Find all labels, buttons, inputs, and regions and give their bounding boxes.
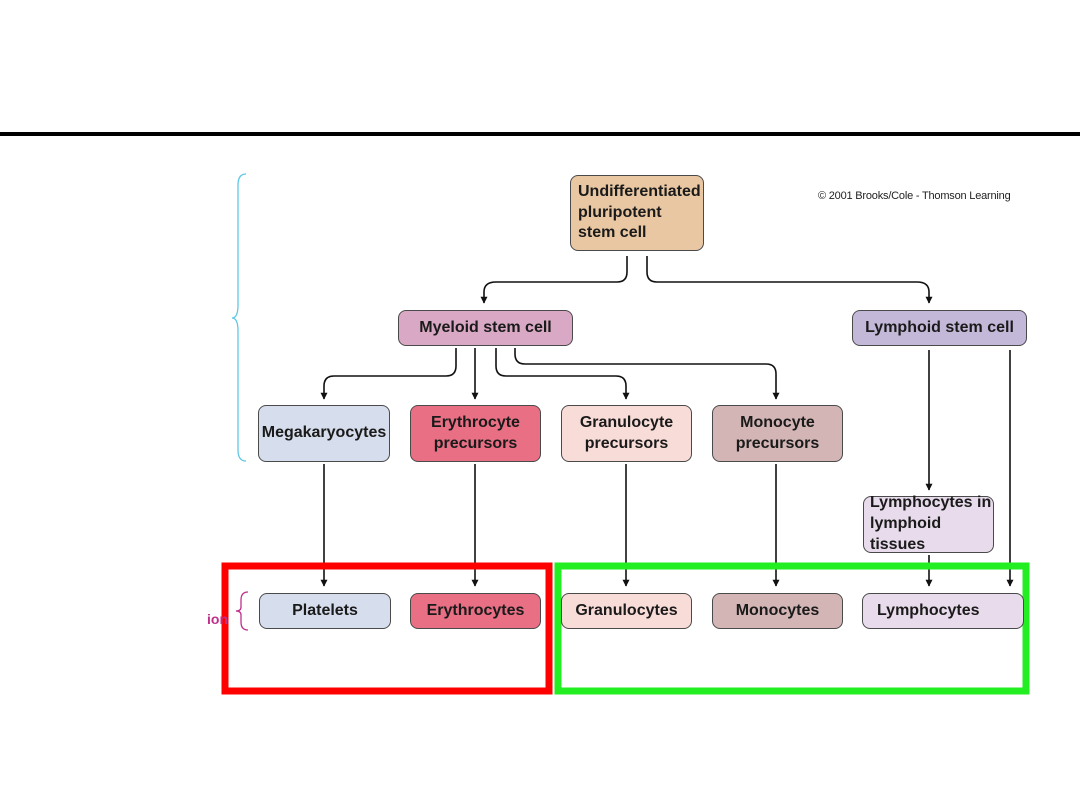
arrow-myeloid-to-megakaryocytes: [320, 348, 457, 400]
arrow-myeloid-to-granulocyte-precursors: [495, 348, 630, 400]
node-granulocytes: Granulocytes: [561, 593, 692, 629]
cyan-brace: [231, 173, 247, 462]
copyright-text: © 2001 Brooks/Cole - Thomson Learning: [818, 190, 1011, 202]
node-monocyte-precursors: Monocyte precursors: [712, 405, 843, 462]
green-highlight-box: [554, 562, 1030, 695]
arrow-stem-to-myeloid: [480, 256, 628, 304]
node-erythrocytes: Erythrocytes: [410, 593, 541, 629]
side-label-fragment: ion: [207, 611, 228, 627]
red-highlight-box: [221, 562, 553, 695]
node-stem-cell: Undifferentiated pluripotent stem cell: [570, 175, 704, 251]
node-megakaryocytes: Megakaryocytes: [258, 405, 390, 462]
node-platelets: Platelets: [259, 593, 391, 629]
arrow-stem-to-lymphoid: [646, 256, 933, 304]
node-lymphocytes-in-tissues: Lymphocytes in lymphoid tissues: [863, 494, 994, 553]
node-lymphoid-stem-cell: Lymphoid stem cell: [852, 310, 1027, 346]
node-erythrocyte-precursors: Erythrocyte precursors: [410, 405, 541, 462]
node-myeloid-stem-cell: Myeloid stem cell: [398, 310, 573, 346]
node-lymphocytes: Lymphocytes: [862, 593, 1024, 629]
arrow-myeloid-to-monocyte-precursors: [514, 348, 780, 400]
magenta-brace: [235, 591, 249, 631]
node-monocytes: Monocytes: [712, 593, 843, 629]
node-granulocyte-precursors: Granulocyte precursors: [561, 405, 692, 462]
